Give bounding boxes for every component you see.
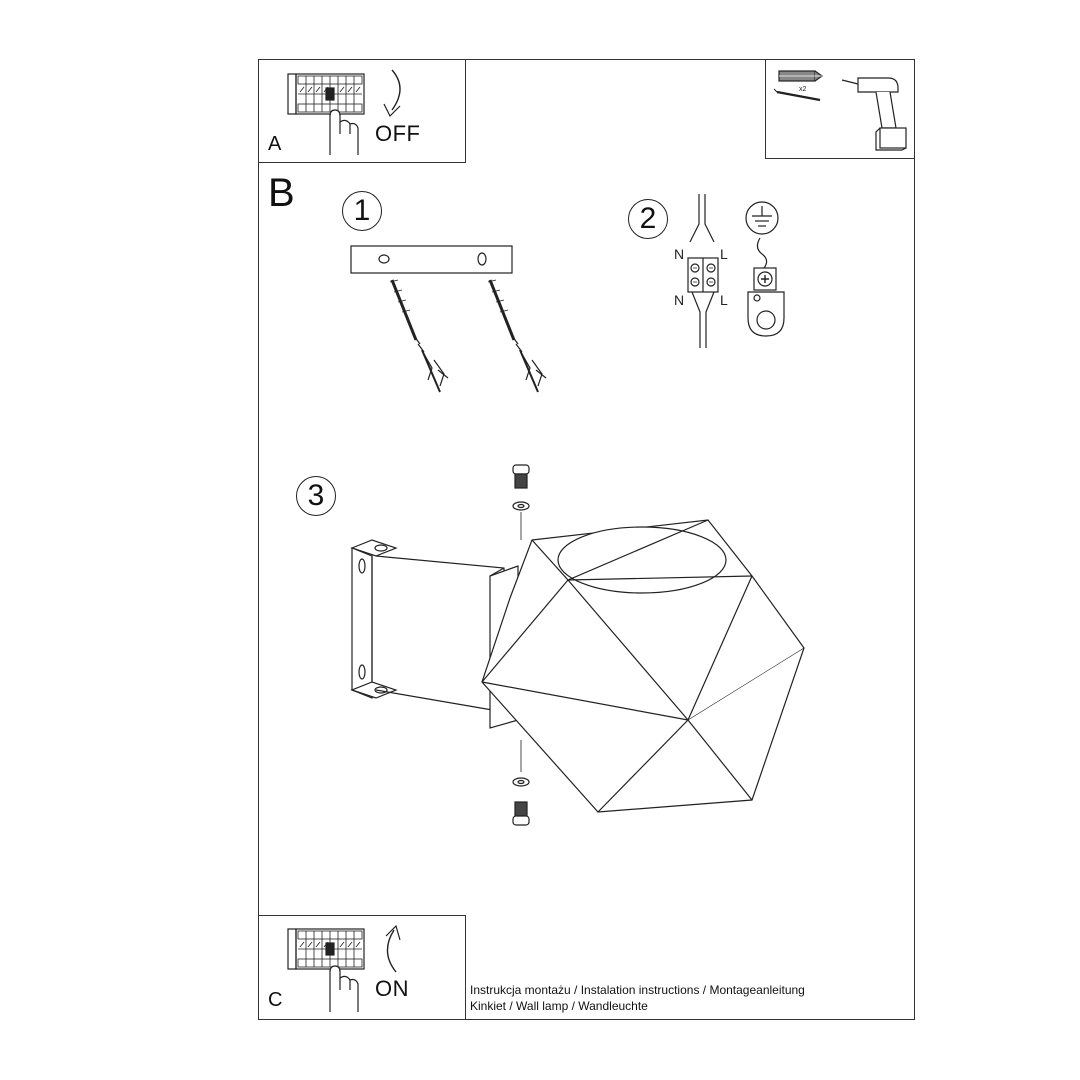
wall-plug-icon bbox=[778, 70, 824, 82]
earth-symbol-icon bbox=[745, 201, 779, 235]
step-3-number: 3 bbox=[296, 476, 336, 516]
earth-terminal bbox=[747, 267, 785, 337]
panel-c-letter: C bbox=[268, 989, 283, 1011]
on-label: ON bbox=[375, 976, 409, 1001]
wall-bracket bbox=[350, 539, 505, 713]
screw-and-plug-right bbox=[487, 279, 547, 393]
hand-icon bbox=[329, 109, 359, 155]
panel-b-letter: B bbox=[268, 171, 295, 215]
fixing-count: x2 bbox=[799, 86, 807, 93]
panel-a-letter: A bbox=[268, 133, 282, 155]
terminal-block bbox=[687, 194, 719, 348]
breaker-on-icon bbox=[287, 928, 365, 970]
bottom-screw bbox=[512, 740, 530, 826]
live-label-bottom: L bbox=[720, 292, 728, 308]
neutral-label-bottom: N bbox=[674, 292, 684, 308]
neutral-label-top: N bbox=[674, 246, 684, 262]
hand-icon-c bbox=[329, 965, 359, 1012]
breaker-off-icon bbox=[287, 73, 365, 115]
arrow-up-icon bbox=[385, 924, 401, 973]
sheet-border bbox=[258, 59, 915, 1020]
earth-wire bbox=[756, 237, 768, 269]
footer-title: Instrukcja montażu / Instalation instruc… bbox=[470, 983, 805, 997]
panel-a-box bbox=[258, 59, 466, 163]
tools-box bbox=[765, 59, 915, 159]
drill-icon bbox=[841, 77, 907, 151]
screw-icon bbox=[773, 88, 821, 102]
arrow-down-icon bbox=[383, 69, 401, 118]
footer-subtitle: Kinkiet / Wall lamp / Wandleuchte bbox=[470, 999, 648, 1013]
live-label-top: L bbox=[720, 246, 728, 262]
mounting-plate bbox=[350, 245, 513, 274]
off-label: OFF bbox=[375, 121, 421, 146]
top-screw bbox=[512, 464, 530, 540]
panel-c-box bbox=[258, 915, 466, 1020]
step-1-number: 1 bbox=[342, 191, 382, 231]
step-2-number: 2 bbox=[628, 199, 668, 239]
screw-and-plug-left bbox=[389, 279, 449, 393]
lamp-shade bbox=[481, 519, 805, 813]
